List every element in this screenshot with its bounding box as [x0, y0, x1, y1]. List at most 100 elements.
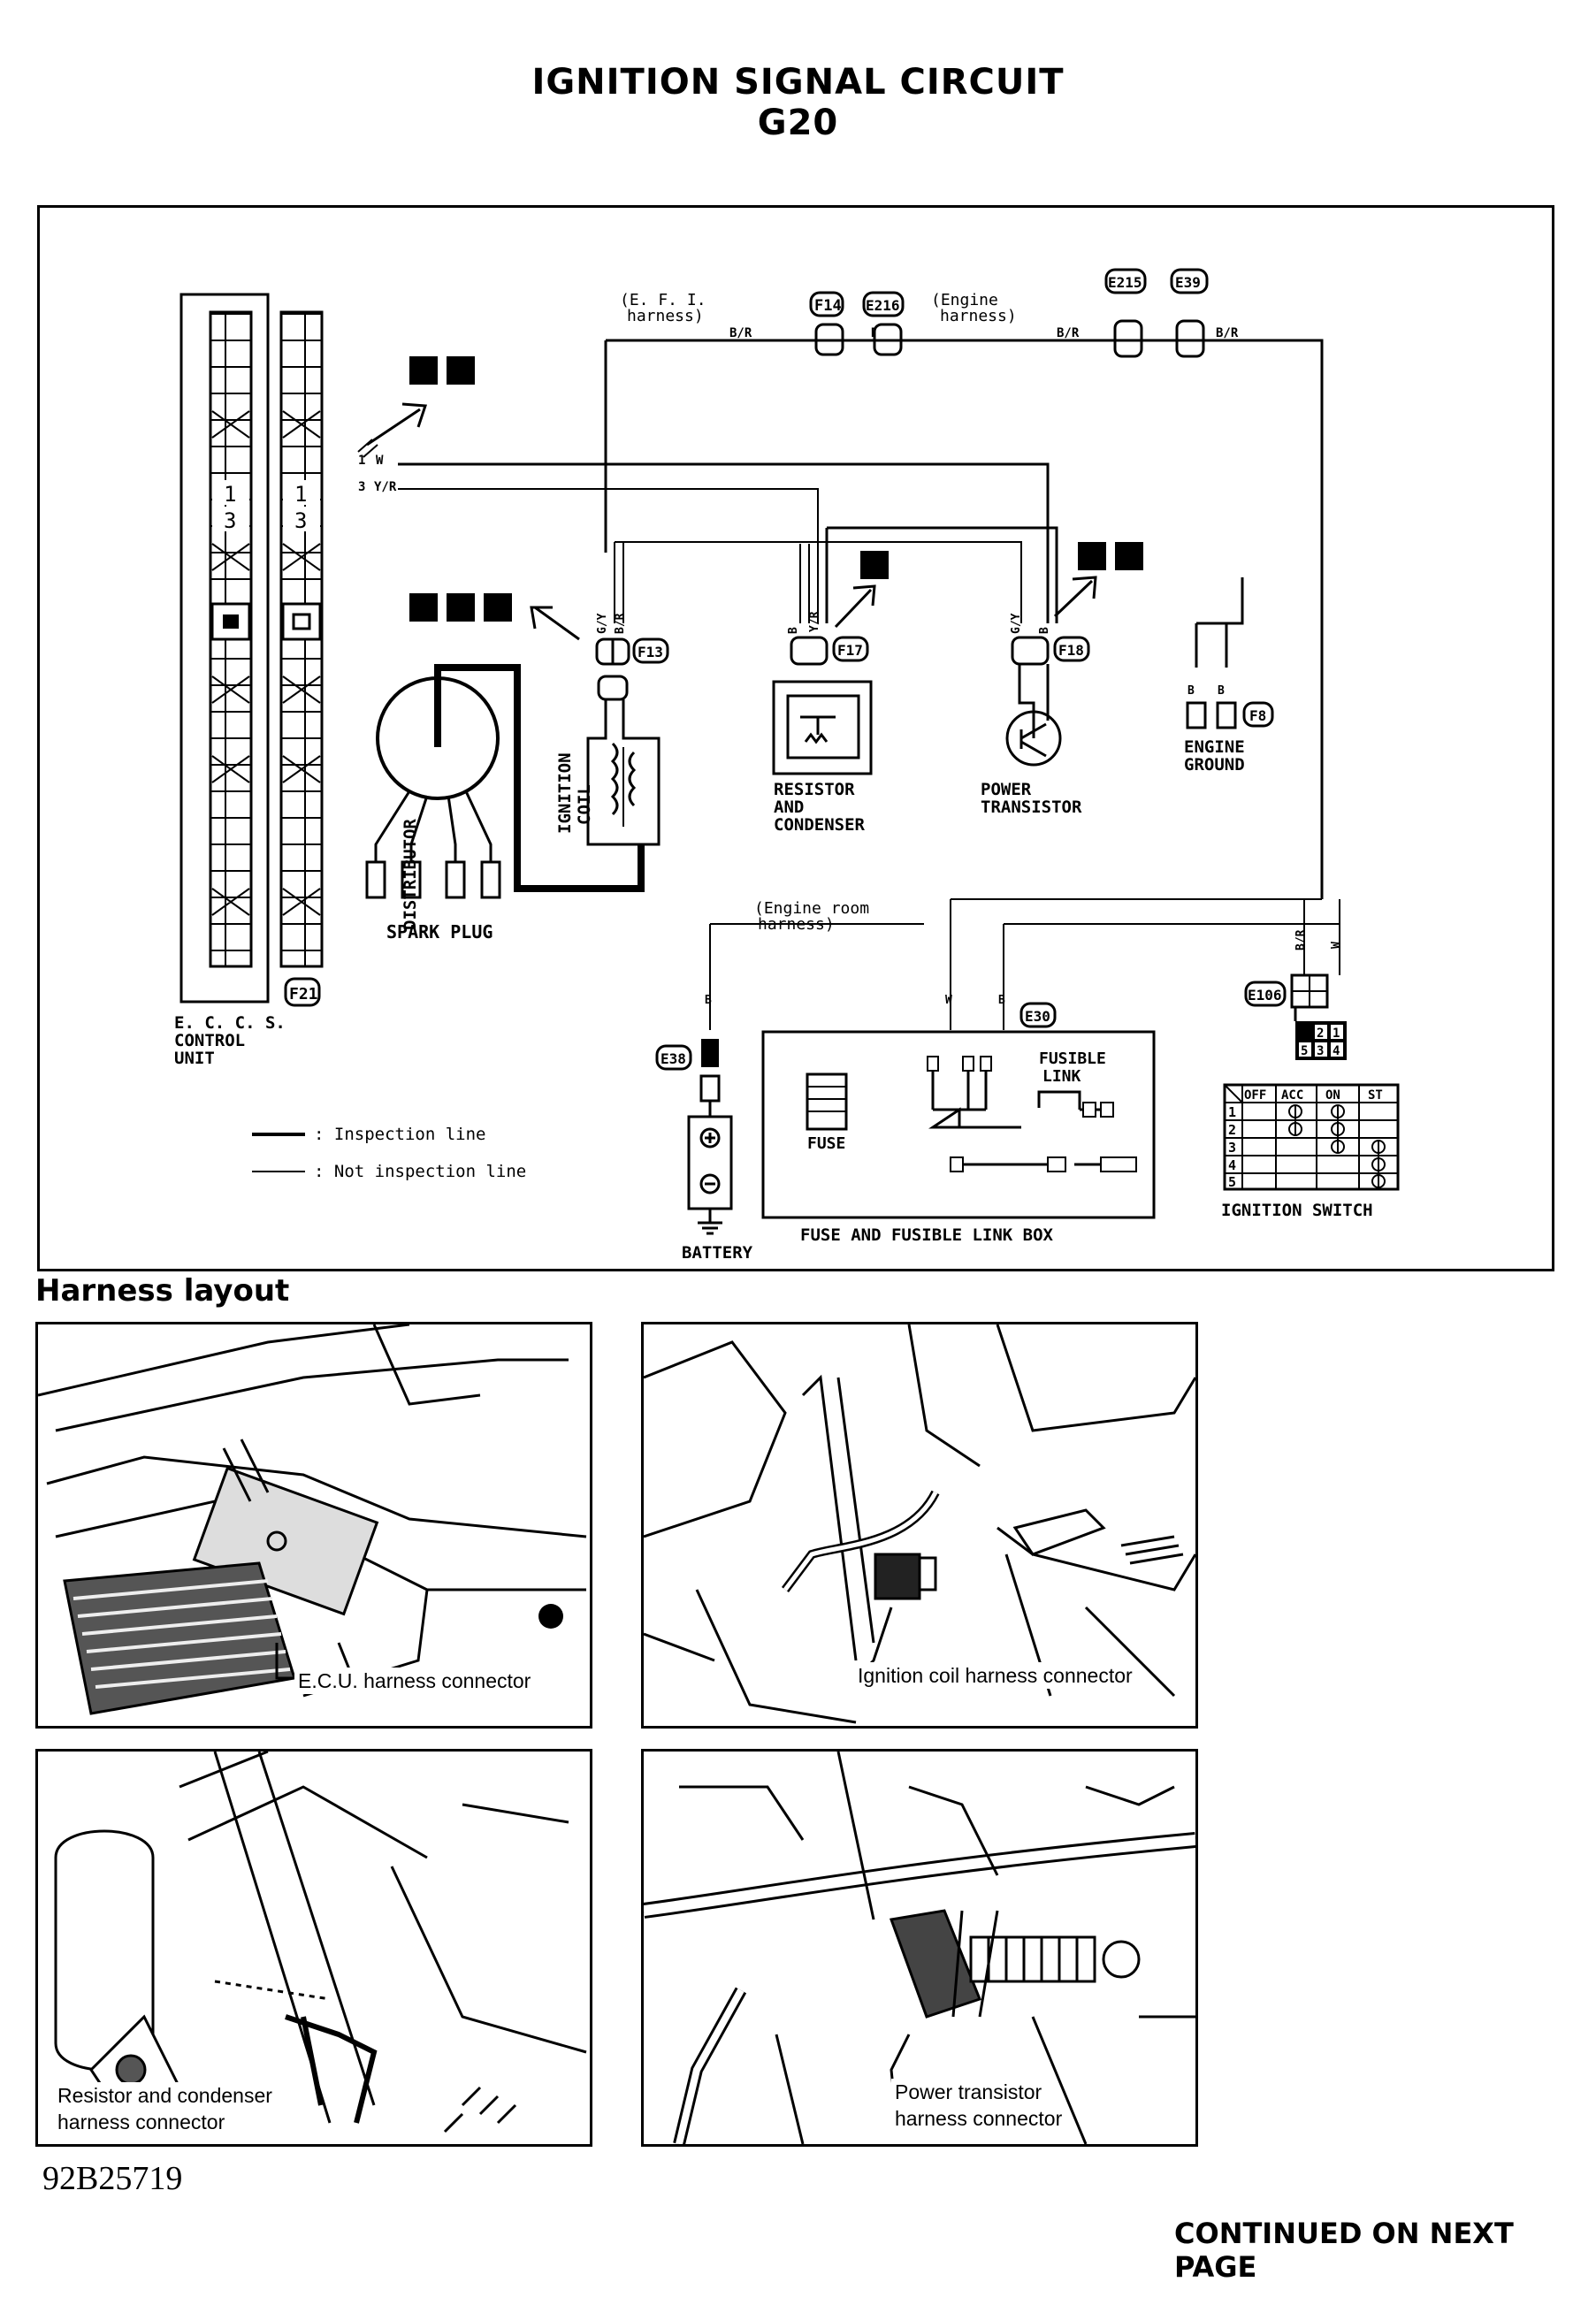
wire-b-ground-1: B: [1187, 684, 1195, 698]
wire-gy-f18: G/Y: [1010, 613, 1023, 634]
e216-label: E216: [866, 297, 900, 314]
battery: [687, 1101, 733, 1235]
wire-br-4: B/R: [1216, 326, 1239, 340]
wire-w-box: W: [945, 994, 952, 1007]
legend: [252, 1133, 305, 1172]
e30-label: E30: [1025, 1008, 1050, 1025]
fusible-link-label-1: FUSIBLE: [1039, 1049, 1106, 1068]
power-transistor-label-2: TRANSISTOR: [981, 798, 1082, 817]
fuse-box: [761, 1030, 1156, 1219]
photo-coil-drawing: [644, 1324, 1195, 1724]
top-harness-wire: [604, 339, 1324, 899]
resistor-label-3: CONDENSER: [774, 815, 866, 835]
ignition-coil-label-1: IGNITION: [555, 752, 575, 834]
engine-ground: B B F8: [1186, 684, 1274, 729]
sw-pin-5: 5: [1301, 1044, 1308, 1058]
e106-label: E106: [1248, 987, 1282, 1004]
ecu-pin-3b: 3: [294, 508, 307, 533]
ignition-coil-label-2: COIL: [575, 784, 594, 825]
resistor-label-1: RESISTOR: [774, 780, 855, 799]
continued-note: CONTINUED ON NEXT PAGE: [1174, 2217, 1514, 2284]
section-title: Harness layout: [35, 1273, 290, 1309]
efi-harness-1: (E. F. I.: [620, 291, 706, 309]
terminal-markers: [357, 356, 1143, 641]
legend-not-inspection: : Not inspection line: [314, 1162, 526, 1181]
connector-e215: E215: [1104, 268, 1149, 358]
resistor-label-2: AND: [774, 798, 804, 817]
photo-power-transistor-connector: Power transistor harness connector: [641, 1749, 1198, 2147]
distributor: [365, 664, 645, 899]
fuse-label: FUSE: [807, 1134, 845, 1153]
wire-gy-f13: G/Y: [596, 613, 609, 634]
caption-resistor-1: Resistor and condenser: [54, 2082, 276, 2109]
power-transistor: G/Y B F18: [1005, 613, 1090, 767]
spark-plug-label: SPARK PLUG: [386, 921, 493, 943]
ecu-label-1: E. C. C. S.: [174, 1013, 286, 1033]
engine-room-harness-1: (Engine room: [754, 899, 869, 918]
wire-br-switch: B/R: [1294, 929, 1308, 950]
sw-col-acc: ACC: [1281, 1088, 1303, 1103]
wiring-diagram-svg: 1 3 1 3 F21 E. C. C. S. CONTROL UNIT (E.…: [174, 268, 1400, 1263]
engine-ground-label-1: ENGINE: [1184, 737, 1245, 757]
wire-w-switch: W: [1330, 942, 1343, 949]
wire-yr-label: Y/R: [374, 480, 397, 494]
ecu-label-2: CONTROL: [174, 1031, 245, 1050]
battery-label: BATTERY: [682, 1243, 753, 1263]
f13-label: F13: [638, 644, 663, 660]
sw-row-2: 2: [1228, 1122, 1236, 1138]
ecu-pin-1: 1: [224, 482, 236, 507]
power-transistor-label-1: POWER: [981, 780, 1032, 799]
caption-transistor-1: Power transistor: [891, 2079, 1046, 2105]
figure-id: 92B25719: [42, 2160, 183, 2197]
efi-harness-2: harness): [627, 307, 704, 325]
e215-label: E215: [1108, 274, 1142, 291]
engine-harness-2: harness): [940, 307, 1017, 325]
ecu-pin-3: 3: [224, 508, 236, 533]
wire-b-f17: B: [787, 627, 800, 634]
ignition-switch-table: [1223, 1083, 1400, 1191]
signal-wires: [398, 462, 1244, 668]
photo-resistor-connector: Resistor and condenser harness connector: [35, 1749, 592, 2147]
sw-pin-1: 1: [1333, 1027, 1340, 1041]
f18-label: F18: [1058, 642, 1084, 659]
wire-b-battery: B: [705, 994, 712, 1007]
connector-e106: E106: [1244, 973, 1347, 1060]
wire-b-f18: B: [1038, 627, 1051, 634]
page-title: IGNITION SIGNAL CIRCUIT: [531, 62, 1065, 103]
engine-room-wires: [709, 898, 1340, 1030]
sw-pin-2: 2: [1317, 1027, 1324, 1041]
engine-harness-1: (Engine: [931, 291, 998, 309]
ecu-label-3: UNIT: [174, 1049, 215, 1068]
caption-coil: Ignition coil harness connector: [854, 1662, 1136, 1689]
f14-label: F14: [814, 297, 842, 315]
ignition-switch-label: IGNITION SWITCH: [1221, 1201, 1373, 1220]
photo-ecu-connector: E.C.U. harness connector: [35, 1322, 592, 1729]
sw-row-5: 5: [1228, 1174, 1236, 1190]
ignition-coil-connector: G/Y B/R F13: [595, 613, 669, 701]
sw-row-3: 3: [1228, 1140, 1236, 1156]
connector-f14: F14: [809, 291, 850, 356]
fusible-link-label-2: LINK: [1042, 1067, 1081, 1086]
wire-yr-f17: Y/R: [808, 611, 821, 632]
ecu-pin-three-label: 3: [358, 480, 365, 494]
page-subtitle: G20: [757, 103, 839, 143]
sw-col-st: ST: [1368, 1088, 1383, 1103]
f17-label: F17: [837, 642, 863, 659]
e38-label: E38: [661, 1050, 686, 1067]
ecu-pin-one-label: 1: [358, 454, 365, 468]
connector-e39: E39: [1170, 268, 1210, 358]
caption-ecu: E.C.U. harness connector: [294, 1668, 535, 1694]
wire-b-box: B: [998, 994, 1005, 1007]
photo-ignition-coil-connector: Ignition coil harness connector: [641, 1322, 1198, 1729]
wire-b-ground-2: B: [1218, 684, 1225, 698]
ignition-coil: [586, 699, 661, 846]
connector-e216: E216: [862, 291, 908, 356]
photo-ecu-drawing: [38, 1324, 587, 1715]
f21-label: F21: [289, 985, 318, 1004]
wiring-diagram: 1 3 1 3 F21 E. C. C. S. CONTROL UNIT (E.…: [37, 205, 1554, 1271]
sw-pin-3: 3: [1317, 1044, 1324, 1058]
sw-pin-4: 4: [1333, 1044, 1340, 1058]
sw-col-on: ON: [1325, 1088, 1340, 1103]
sw-col-off: OFF: [1244, 1088, 1266, 1103]
sw-row-4: 4: [1228, 1157, 1236, 1173]
